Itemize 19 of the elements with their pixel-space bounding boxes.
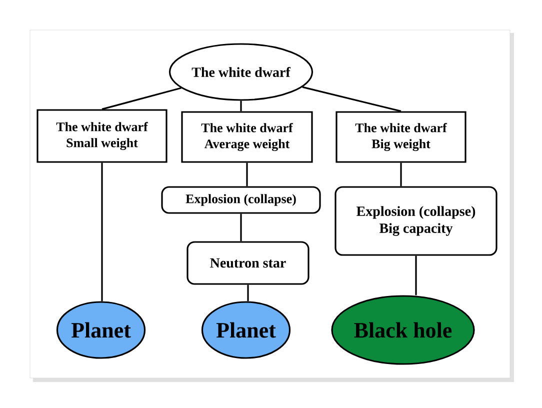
process-box: The white dwarf Small weight xyxy=(36,109,168,163)
process-box: The white dwarf Average weight xyxy=(181,111,313,163)
connector-line xyxy=(246,162,248,186)
connector-line xyxy=(101,162,103,302)
connector-line xyxy=(400,162,402,186)
ellipse-node: Planet xyxy=(56,301,146,359)
connector-line xyxy=(415,256,417,296)
circle-node: Black hole xyxy=(331,295,475,365)
connector-line xyxy=(240,214,242,242)
rounded-box: Explosion (collapse) xyxy=(161,186,321,214)
connector-line xyxy=(240,100,242,112)
rounded-box: Neutron star xyxy=(186,241,310,285)
rounded-box: Explosion (collapse) Big capacity xyxy=(334,186,498,256)
connector-line xyxy=(247,284,249,302)
process-box: The white dwarf Big weight xyxy=(336,111,466,163)
ellipse-node: The white dwarf xyxy=(168,43,314,101)
connector-line xyxy=(102,87,182,110)
connector-line xyxy=(302,86,402,112)
ellipse-node: Planet xyxy=(201,301,291,359)
